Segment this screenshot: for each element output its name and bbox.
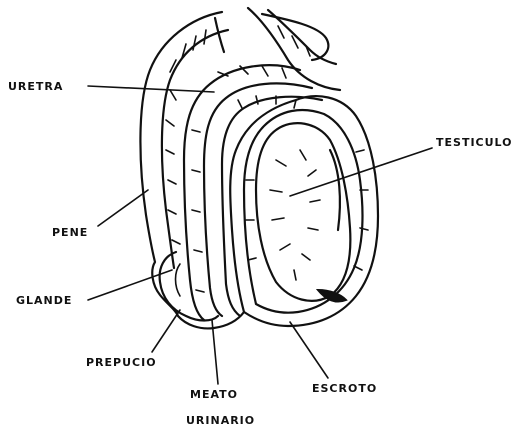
label-meato: MEATO (190, 388, 238, 401)
label-escroto: ESCROTO (312, 382, 377, 395)
penis-inner-contour (162, 30, 228, 268)
glans-inner (176, 264, 181, 296)
anatomy-drawing (140, 8, 378, 328)
scrotum-inner (244, 110, 362, 313)
label-uretra: URETRA (8, 80, 63, 93)
uretra-leader (88, 86, 214, 92)
label-testiculo: TESTICULO (436, 136, 513, 149)
urethra-outer (184, 65, 300, 320)
label-glande: GLANDE (16, 294, 72, 307)
meato-leader (212, 320, 218, 384)
testicle-lobules (270, 150, 320, 280)
label-urinario: URINARIO (186, 414, 255, 427)
escroto-leader (290, 322, 328, 378)
upper-wall-2 (248, 8, 340, 90)
labels: URETRA TESTICULO PENE GLANDE PREPUCIO ME… (8, 80, 513, 427)
prepucio-leader (152, 310, 180, 352)
label-prepucio: PREPUCIO (86, 356, 157, 369)
upper-wall (215, 18, 224, 52)
label-pene: PENE (52, 226, 88, 239)
pene-leader (98, 190, 148, 226)
testicle (256, 123, 350, 301)
